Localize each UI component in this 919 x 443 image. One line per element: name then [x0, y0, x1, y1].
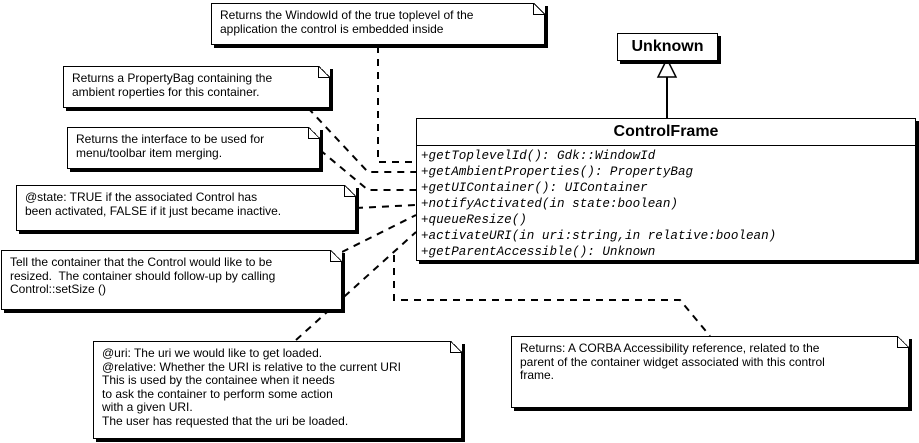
note-line: Tell the container that the Control woul…: [10, 255, 273, 269]
note-line: been activated, FALSE if it just became …: [25, 203, 282, 218]
note-line: @state: TRUE if the associated Control h…: [25, 190, 258, 204]
controlframe-class-name: ControlFrame: [613, 123, 719, 140]
note-queue-resize: Tell the container that the Control woul…: [1, 250, 342, 310]
unknown-class-box: Unknown: [617, 33, 718, 61]
link-uicontainer-note: [319, 149, 416, 191]
controlframe-class-box: ControlFrame +getToplevelId(): Gdk::Wind…: [416, 118, 916, 261]
note-line: The user has requested that the uri be l…: [102, 413, 349, 428]
link-resize-note: [341, 214, 417, 253]
operation-notify-activated: +notifyActivated(in state:boolean): [421, 197, 678, 211]
operations-compartment: +getToplevelId(): Gdk::WindowId +getAmbi…: [417, 145, 915, 262]
note-notify-activated: @state: TRUE if the associated Control h…: [16, 185, 356, 231]
link-accessible-note: [393, 255, 711, 337]
operation-get-parent-accessible: +getParentAccessible(): Unknown: [421, 245, 656, 259]
note-line: with a given URI.: [102, 400, 193, 414]
note-toplevel: Returns the WindowId of the true topleve…: [211, 3, 545, 45]
link-notify-note: [355, 204, 417, 209]
operation-queue-resize: +queueResize(): [421, 213, 527, 227]
note-line: Returns the WindowId of the true topleve…: [220, 8, 474, 22]
note-line: Control::setSize (): [10, 282, 107, 296]
note-line: ambient roperties for this container.: [72, 84, 260, 99]
note-line: parent of the container widget associate…: [520, 354, 825, 369]
note-line: This is used by the containee when it ne…: [102, 373, 335, 387]
note-line: @uri: The uri we would like to get loade…: [102, 346, 323, 360]
note-line: to ask the container to perform some act…: [102, 386, 333, 401]
note-ui-container: Returns the interface to be used for men…: [67, 127, 320, 169]
note-line: Returns the interface to be used for: [76, 132, 265, 146]
note-parent-accessible: Returns: A CORBA Accessibility reference…: [511, 336, 909, 408]
operation-activate-uri: +activateURI(in uri:string,in relative:b…: [421, 229, 777, 243]
note-line: menu/toolbar item merging.: [76, 145, 223, 160]
note-line: resized. The container should follow-up …: [10, 268, 276, 283]
note-line: @relative: Whether the URI is relative t…: [102, 359, 401, 374]
note-ambient-properties: Returns a PropertyBag containing the amb…: [63, 66, 330, 108]
operation-get-ambient-properties: +getAmbientProperties(): PropertyBag: [421, 165, 694, 179]
note-line: frame.: [520, 368, 555, 382]
operation-get-ui-container: +getUIContainer(): UIContainer: [421, 181, 648, 195]
note-line: Returns: A CORBA Accessibility reference…: [520, 341, 820, 355]
link-uri-note: [295, 231, 417, 341]
note-activate-uri: @uri: The uri we would like to get loade…: [93, 341, 462, 439]
note-line: Returns a PropertyBag containing the: [72, 71, 273, 85]
link-ambient-note: [307, 107, 416, 173]
generalization-arrowhead: [656, 57, 678, 78]
unknown-class-name: Unknown: [631, 38, 704, 55]
link-toplevel-note: [377, 46, 416, 163]
note-line: application the control is embedded insi…: [220, 21, 444, 36]
operation-get-toplevel-id: +getToplevelId(): Gdk::WindowId: [421, 149, 656, 163]
